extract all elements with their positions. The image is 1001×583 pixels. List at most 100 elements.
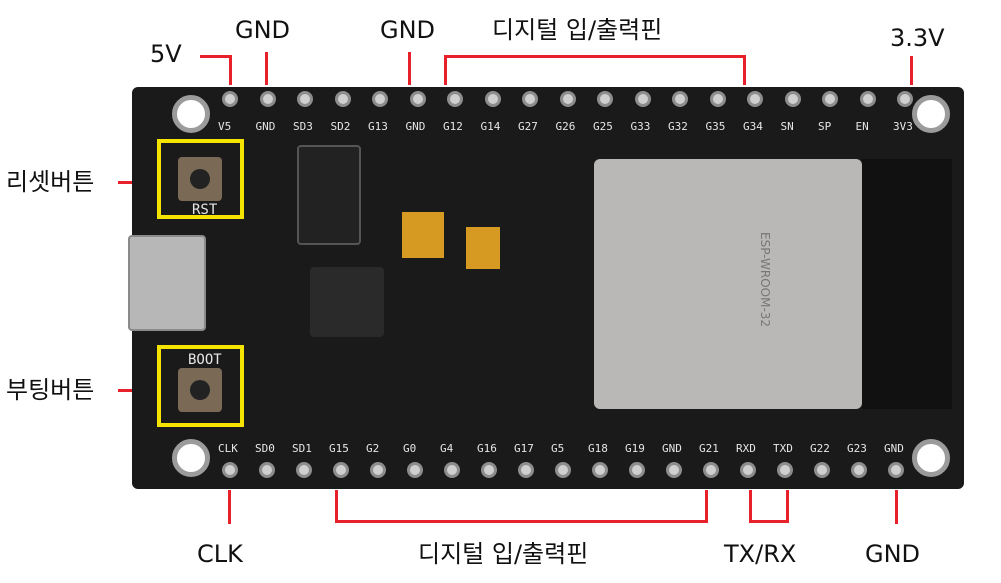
callout-dio-bottom-l bbox=[335, 490, 338, 522]
label-gnd-top-1: GND bbox=[235, 16, 291, 44]
bottom-pin-label: GND bbox=[662, 442, 682, 455]
bottom-pin bbox=[666, 462, 682, 478]
top-pin bbox=[672, 91, 688, 107]
bottom-pin-label: G23 bbox=[847, 442, 867, 455]
callout-5v-h bbox=[200, 55, 232, 58]
esp-wroom-32-module bbox=[594, 159, 862, 409]
bottom-pin bbox=[259, 462, 275, 478]
bottom-pin bbox=[777, 462, 793, 478]
callout-clk bbox=[228, 490, 231, 524]
boot-button[interactable] bbox=[178, 368, 222, 412]
usb-serial-chip bbox=[310, 267, 384, 337]
top-pin bbox=[297, 91, 313, 107]
bottom-pin bbox=[222, 462, 238, 478]
mount-hole-bl bbox=[172, 439, 210, 477]
boot-button-knob bbox=[190, 380, 210, 400]
top-pin-label: 3V3 bbox=[893, 120, 913, 133]
top-pin bbox=[222, 91, 238, 107]
top-pin bbox=[334, 91, 351, 107]
top-pin bbox=[522, 91, 538, 107]
micro-usb-port bbox=[128, 235, 206, 331]
callout-dio-top-h bbox=[444, 55, 746, 58]
reset-button[interactable] bbox=[178, 157, 222, 201]
esp32-board: ESP-WROOM-32 RST BOOT bbox=[128, 87, 964, 489]
top-pin-label: GND bbox=[405, 120, 426, 133]
reset-button-highlight bbox=[157, 139, 244, 219]
bottom-pin-label: G19 bbox=[625, 442, 645, 455]
bottom-pin bbox=[592, 462, 608, 478]
label-3v3: 3.3V bbox=[890, 24, 945, 52]
silk-boot: BOOT bbox=[188, 352, 222, 368]
voltage-regulator bbox=[297, 145, 361, 245]
top-pin bbox=[747, 91, 763, 107]
bottom-pin bbox=[407, 462, 423, 478]
top-pin bbox=[559, 91, 576, 107]
top-pin-label: G14 bbox=[480, 120, 501, 133]
label-gnd-bottom: GND bbox=[865, 540, 921, 568]
top-pin-label: G33 bbox=[630, 120, 651, 133]
label-boot-button: 부팅버튼 bbox=[6, 376, 95, 404]
top-pin bbox=[897, 91, 913, 107]
module-shield-text: ESP-WROOM-32 bbox=[758, 232, 772, 328]
top-pin-label: EN bbox=[855, 120, 869, 133]
callout-rx bbox=[786, 490, 789, 522]
reset-button-knob bbox=[190, 169, 210, 189]
bottom-pin bbox=[555, 462, 571, 478]
bottom-pin bbox=[740, 462, 756, 478]
bottom-pin bbox=[444, 462, 460, 478]
top-pin bbox=[372, 91, 388, 107]
bottom-pin bbox=[703, 462, 719, 478]
bottom-pin-label: TXD bbox=[773, 442, 793, 455]
callout-dio-top-r bbox=[743, 55, 746, 85]
top-pin-label: GND bbox=[255, 120, 276, 133]
boot-button-highlight bbox=[157, 345, 244, 427]
bottom-pin-label: RXD bbox=[736, 442, 756, 455]
top-pin-label: V5 bbox=[218, 120, 232, 133]
label-reset-button: 리셋버튼 bbox=[6, 168, 95, 196]
bottom-pin bbox=[888, 462, 904, 478]
bottom-pin bbox=[333, 462, 349, 478]
top-pin-label: G25 bbox=[593, 120, 613, 133]
callout-dio-bottom-r bbox=[705, 490, 708, 522]
bottom-pin-label: G17 bbox=[514, 442, 534, 455]
bottom-pin bbox=[481, 462, 497, 478]
top-pin-label: SD2 bbox=[330, 120, 351, 133]
callout-dio-top-l bbox=[444, 55, 447, 85]
callout-dio-bottom-h bbox=[335, 520, 708, 523]
bottom-pin-label: CLK bbox=[218, 442, 238, 455]
top-pin-label: G32 bbox=[668, 120, 688, 133]
top-pin-label: G34 bbox=[743, 120, 763, 133]
top-pin bbox=[709, 91, 726, 107]
callout-tx bbox=[749, 490, 752, 522]
bottom-pin-label: GND bbox=[884, 442, 904, 455]
top-pin bbox=[409, 91, 426, 107]
bottom-pin-label: G21 bbox=[699, 442, 719, 455]
top-pin-label: SP bbox=[818, 120, 832, 133]
tantalum-cap-1 bbox=[402, 212, 444, 258]
top-pin-label: G26 bbox=[555, 120, 576, 133]
top-pin bbox=[859, 91, 876, 107]
bottom-pin-label: G16 bbox=[477, 442, 497, 455]
callout-gnd1 bbox=[265, 52, 268, 85]
mount-hole-tl bbox=[172, 95, 210, 133]
top-pin bbox=[597, 91, 613, 107]
bottom-pin-label: SD0 bbox=[255, 442, 275, 455]
bottom-pin-label: G5 bbox=[551, 442, 565, 455]
callout-3v3 bbox=[910, 56, 913, 85]
top-pin bbox=[447, 91, 463, 107]
top-pin-label: G27 bbox=[518, 120, 538, 133]
label-clk: CLK bbox=[197, 540, 243, 568]
bottom-pin-label: G22 bbox=[810, 442, 830, 455]
bottom-pin-label: G15 bbox=[329, 442, 349, 455]
bottom-pin-label: G0 bbox=[403, 442, 417, 455]
callout-txrx-h bbox=[749, 520, 789, 523]
label-digital-io-top: 디지털 입/출력핀 bbox=[492, 16, 663, 44]
bottom-pin bbox=[851, 462, 867, 478]
bottom-pin bbox=[518, 462, 534, 478]
label-tx-rx: TX/RX bbox=[724, 540, 797, 568]
bottom-pin-label: G4 bbox=[440, 442, 454, 455]
mount-hole-tr bbox=[912, 95, 950, 133]
top-pin bbox=[822, 91, 838, 107]
bottom-pin-label: G18 bbox=[588, 442, 608, 455]
label-digital-io-bottom: 디지털 입/출력핀 bbox=[418, 540, 589, 568]
